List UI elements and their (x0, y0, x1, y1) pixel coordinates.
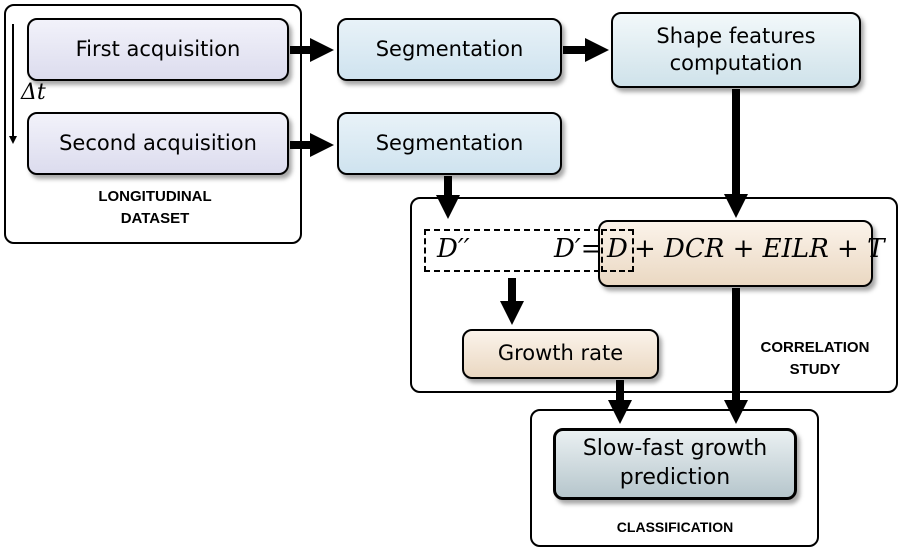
d-prime-equals: D′= (554, 234, 603, 264)
d-double-prime-symbol: D′′ (437, 234, 470, 264)
classification-label: CLASSIFICATION (616, 519, 734, 535)
second-acquisition-node: Second acquisition (27, 112, 289, 175)
d-double-prime-dashed-box (424, 229, 600, 272)
delta-t-label: Δt (21, 80, 46, 105)
correlation-study-label: CORRELATION STUDY (760, 339, 870, 378)
longitudinal-dataset-label: LONGITUDINAL DATASET (98, 188, 212, 227)
formula-terms: + DCR + EILR + T (634, 234, 885, 264)
first-acquisition-node: First acquisition (27, 18, 289, 81)
segmentation-node-2: Segmentation (337, 112, 562, 175)
d-dashed-box (601, 229, 634, 272)
d-symbol: D (607, 234, 628, 264)
segmentation-node-1: Segmentation (337, 18, 562, 81)
growth-rate-node: Growth rate (462, 329, 659, 379)
formula-box (598, 220, 873, 287)
slow-fast-prediction-node: Slow-fast growth prediction (553, 428, 797, 500)
shape-features-node: Shape features computation (611, 12, 861, 88)
